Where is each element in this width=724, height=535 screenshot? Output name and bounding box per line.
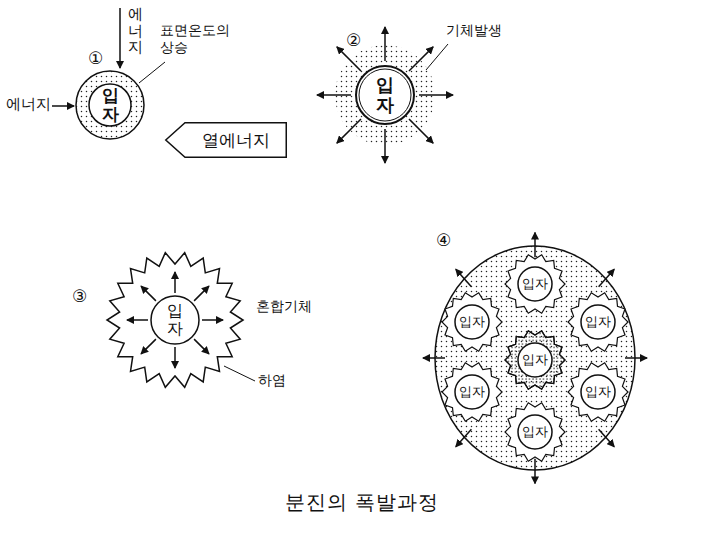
flame-outline [568, 293, 628, 351]
node-text: 입자 [376, 75, 394, 115]
arrow-line [599, 429, 615, 446]
callout-number: ③ [72, 286, 87, 306]
label-text: 하염 [258, 372, 286, 389]
callout-number: ① [88, 48, 103, 68]
node-text: 입자 [459, 313, 485, 331]
arrow-line [174, 347, 176, 368]
particle-circle: 입자 [355, 65, 415, 125]
flame-outline [505, 403, 565, 461]
particle-circle: 입자 [517, 266, 553, 302]
flame-outline [505, 331, 565, 389]
node-text: 입자 [522, 351, 548, 369]
flame-outline [568, 363, 628, 421]
arrow-line [456, 269, 472, 286]
label-text: 에너지 [128, 6, 143, 56]
callout-number: ② [346, 30, 361, 50]
label-text: 표면온도의 상승 [160, 22, 240, 56]
node-text: 입자 [102, 86, 119, 123]
node-text: 입자 [585, 383, 611, 401]
arrow-line [174, 272, 176, 293]
arrow-line [194, 339, 209, 354]
arrow-line [384, 129, 386, 163]
flame-outline [442, 363, 502, 421]
particle-circle: 입자 [454, 304, 490, 340]
arrow-line [337, 119, 361, 143]
caption: 분진의 폭발과정 [0, 490, 724, 514]
particle-circle: 입자 [517, 342, 553, 378]
arrow-line [317, 94, 351, 96]
node-text: 입자 [585, 313, 611, 331]
arrow-line [337, 47, 361, 71]
arrow-line [409, 47, 433, 71]
arrow-line [409, 119, 433, 143]
particle-circle: 입자 [88, 83, 132, 127]
arrow-line [534, 233, 536, 258]
flame-outline [505, 255, 565, 313]
arrow-box: 열에너지 [165, 122, 287, 158]
arrow-line [534, 459, 536, 484]
arrow-line [423, 357, 445, 359]
node-text: 입자 [459, 383, 485, 401]
particle-circle: 입자 [580, 374, 616, 410]
arrow-line [456, 429, 472, 446]
arrow-line [625, 357, 647, 359]
flame-outline [442, 293, 502, 351]
particle-circle: 입자 [580, 304, 616, 340]
arrow-line [599, 269, 615, 286]
label-text: 에너지 [6, 95, 51, 113]
arrow-line [141, 339, 156, 354]
label-text: 혼합기체 [256, 298, 312, 315]
arrow-line [384, 27, 386, 61]
particle-circle: 입자 [517, 414, 553, 450]
callout-number: ④ [436, 230, 451, 250]
node-text: 입자 [522, 275, 548, 293]
arrow-line [141, 286, 156, 301]
node-text: 열에너지 [191, 129, 281, 152]
label-text: 기체발생 [446, 22, 502, 39]
node-text: 입자 [167, 302, 183, 337]
arrow-line [202, 319, 223, 321]
particle-circle: 입자 [150, 295, 200, 345]
arrow-line [194, 286, 209, 301]
particle-circle: 입자 [454, 374, 490, 410]
arrow-line [127, 319, 148, 321]
flame-outline [107, 253, 243, 388]
arrow-line [419, 94, 453, 96]
node-text: 입자 [522, 423, 548, 441]
